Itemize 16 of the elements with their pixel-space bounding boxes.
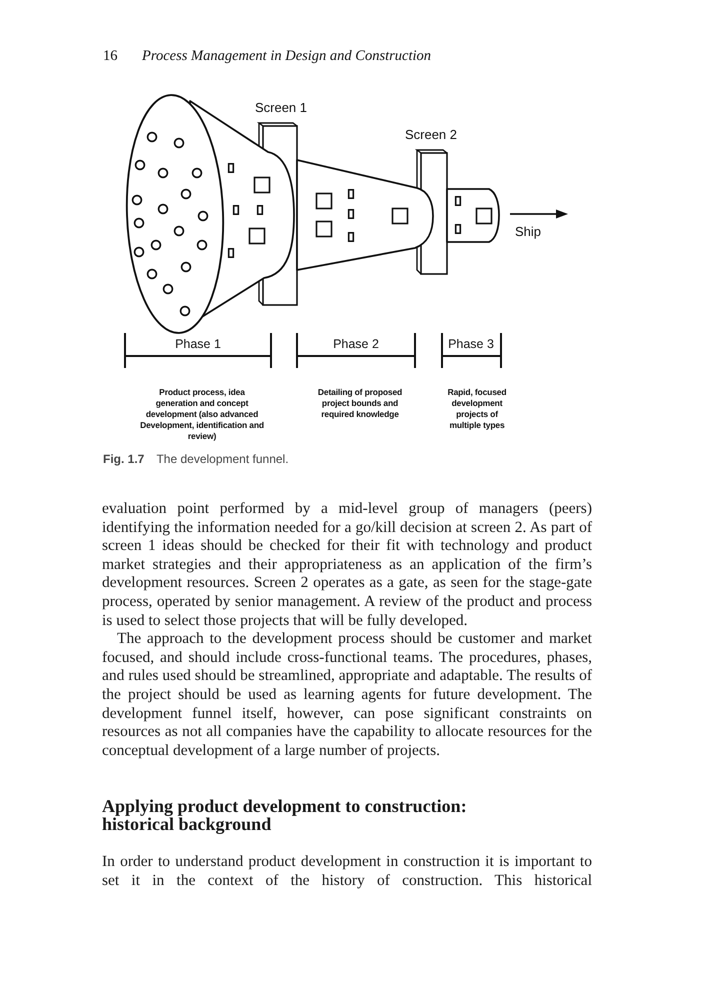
phase-label: Phase 1 bbox=[174, 337, 222, 352]
screen-label: Screen 1 bbox=[254, 100, 308, 116]
phase-description: Rapid, focused development projects of multiple types bbox=[446, 387, 508, 431]
phase-description: Product process, idea generation and concept development (also advanced Development, identification and review) bbox=[139, 387, 265, 442]
phase-description: Detailing of proposed project bounds and required knowledge bbox=[316, 387, 404, 420]
phase-label: Phase 2 bbox=[332, 337, 380, 352]
section-heading: Applying product development to construction: historical background bbox=[102, 797, 468, 834]
figure-caption: Fig. 1.7 The development funnel. bbox=[103, 452, 289, 466]
running-head: Process Management in Design and Construction bbox=[142, 48, 432, 65]
body-paragraph: In order to understand product development in construction it is important to set it in the context of the history of construction. This historical bbox=[102, 853, 592, 890]
body-paragraph: The approach to the development process should be customer and market focused, and should include cross-functional teams. The procedures, phases, and rules used should be streamlined, appropriate and adaptable. The results of the project should be used as learning agents for future development. The development funnel itself, however, can pose significant constraints on resources as not all companies have the capability to allocate resources for the conceptual development of a large number of projects. bbox=[102, 630, 592, 760]
phase-label: Phase 3 bbox=[447, 337, 495, 352]
screen-label: Screen 2 bbox=[404, 127, 458, 143]
page-number: 16 bbox=[103, 48, 118, 65]
body-paragraph: evaluation point performed by a mid-level group of managers (peers) identifying the information needed for a go/kill decision at screen 2. As part of screen 1 ideas should be checked for their fit with technology and product market strategies and their appropriateness as an application of the firm’s development resources. Screen 2 operates as a gate, as seen for the stage-gate process, operated by senior management. A review of the product and process is used to select those projects that will be fully developed. bbox=[102, 500, 592, 630]
ship-label: Ship bbox=[515, 224, 542, 240]
